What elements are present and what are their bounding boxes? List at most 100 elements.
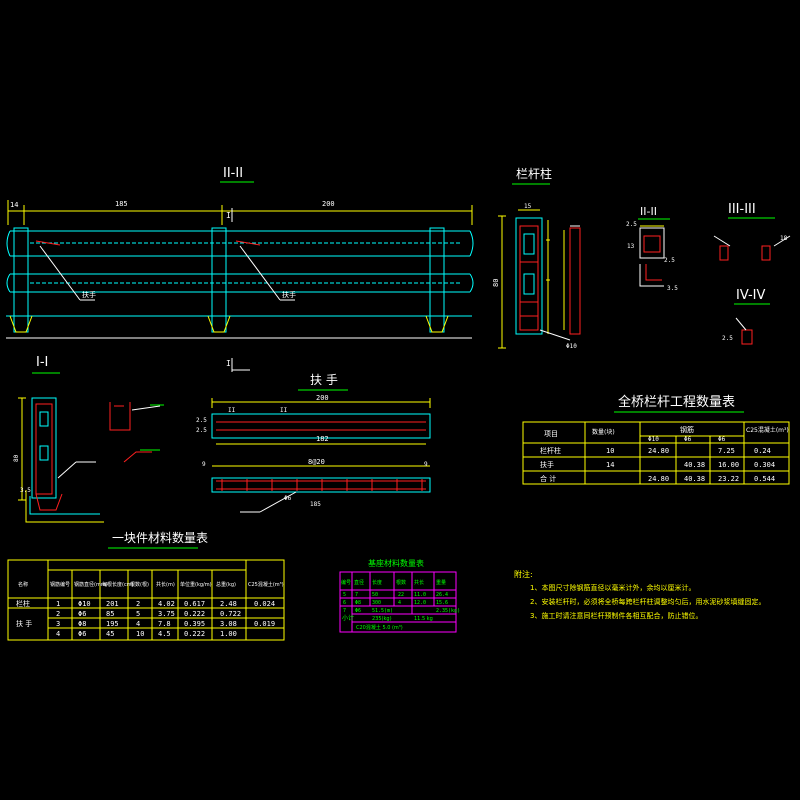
rail-end-r: 9 bbox=[424, 461, 428, 468]
unit-cell: 0.019 bbox=[254, 620, 275, 628]
sec2-dim-b: 13 bbox=[627, 243, 635, 250]
qty-cell: 栏杆柱 bbox=[540, 446, 561, 455]
base-cell: 51.5(m) bbox=[372, 608, 393, 614]
base-cell: 6 bbox=[343, 600, 346, 606]
note-3: 3、施工时请注意同栏杆预制件各相互配合，防止错位。 bbox=[530, 611, 702, 620]
base-c-row: C20混凝土 5.0 (m³) bbox=[356, 624, 403, 631]
unit-cell: 0.024 bbox=[254, 600, 275, 608]
post-bar-mark: Φ10 bbox=[566, 343, 577, 350]
qty-cell: 40.38 bbox=[684, 461, 705, 469]
unit-cell: 4 bbox=[136, 620, 140, 628]
section-1-title: I-I bbox=[36, 355, 48, 370]
base-table-title: 基座材料数量表 bbox=[368, 558, 424, 568]
rail-dim-b: 2.5 bbox=[196, 427, 207, 434]
base-header: 重量 bbox=[436, 579, 446, 586]
post-title: 栏杆柱 bbox=[516, 166, 552, 181]
leader-handrail-2: 扶手 bbox=[282, 290, 296, 299]
unit-cell: 4.02 bbox=[158, 600, 175, 608]
qty-h-concrete: C25混凝土(m³) bbox=[746, 426, 789, 434]
unit-header: 单位重(kg/m) bbox=[180, 581, 212, 588]
post-sec-2-title: II-II bbox=[640, 205, 657, 218]
qty-h-item: 项目 bbox=[544, 430, 558, 438]
unit-table: 一块件材料数量表 名称钢筋编号钢筋直径(mm)每根长度(cm)根数(根)共长(m… bbox=[7, 530, 285, 641]
rail-dim-a: 2.5 bbox=[196, 417, 207, 424]
sec1-dim: 3.5 bbox=[20, 487, 31, 494]
qty-cell: 7.25 bbox=[718, 447, 735, 455]
qty-cell: 0.24 bbox=[754, 447, 771, 455]
base-cell: 15.6 bbox=[436, 600, 448, 606]
rail-total-dim: 200 bbox=[316, 394, 329, 402]
unit-cell: 扶 手 bbox=[16, 619, 32, 628]
unit-cell: Φ6 bbox=[78, 610, 86, 618]
unit-cell: 4 bbox=[56, 630, 60, 638]
cut-mark-top: I bbox=[226, 211, 231, 220]
base-cell: Φ6 bbox=[355, 608, 361, 614]
base-cell: 4 bbox=[398, 600, 401, 606]
base-header: 长度 bbox=[372, 579, 382, 586]
unit-cell: 7.8 bbox=[158, 620, 171, 628]
qty-table: 全桥栏杆工程数量表 项目 数量(块) 钢筋 C25混凝土(m³) Φ10 Φ6 … bbox=[522, 394, 790, 485]
qty-cell: 0.304 bbox=[754, 461, 775, 469]
sec2-dim-d: 3.5 bbox=[667, 285, 678, 292]
base-cell: 12.0 bbox=[414, 600, 426, 606]
qty-cell: 23.22 bbox=[718, 475, 739, 483]
sec4-dim: 2.5 bbox=[722, 335, 733, 342]
unit-cell: 201 bbox=[106, 600, 119, 608]
unit-cell: 1 bbox=[56, 600, 60, 608]
unit-cell: 3.75 bbox=[158, 610, 175, 618]
rail-inner-dim: 182 bbox=[316, 435, 329, 443]
unit-cell: 2.48 bbox=[220, 600, 237, 608]
section-2-title: II-II bbox=[223, 166, 243, 181]
unit-cell: 2 bbox=[56, 610, 60, 618]
dim-elev-b: 200 bbox=[322, 200, 335, 208]
unit-cell: 0.222 bbox=[184, 610, 205, 618]
unit-header: 钢筋直径(mm) bbox=[74, 581, 108, 588]
base-cell: 50 bbox=[372, 592, 378, 598]
unit-cell: 10 bbox=[136, 630, 144, 638]
note-1: 1、本图尺寸除钢筋直径以毫米计外，余均以厘米计。 bbox=[530, 583, 695, 592]
base-cell: 7 bbox=[343, 608, 346, 614]
qty-cell: 14 bbox=[606, 461, 614, 469]
qty-sub-1: Φ10 bbox=[648, 436, 659, 443]
unit-cell: 3.08 bbox=[220, 620, 237, 628]
base-cell: 2.35(kg) bbox=[436, 608, 460, 614]
unit-cell: 1.00 bbox=[220, 630, 237, 638]
post-sections: II-II 2.5 13 2.5 3.5 III-III 18 IV-IV 2.… bbox=[626, 202, 791, 345]
unit-header: 共长(m) bbox=[156, 581, 175, 588]
qty-h-rebar: 钢筋 bbox=[680, 425, 694, 434]
unit-cell: 2 bbox=[136, 600, 140, 608]
qty-h-count: 数量(块) bbox=[592, 428, 615, 436]
dim-elev-left: 14 bbox=[10, 201, 18, 209]
qty-cell: 扶手 bbox=[540, 460, 554, 469]
notes-heading: 附注: bbox=[514, 569, 533, 579]
unit-cell: 4.5 bbox=[158, 630, 171, 638]
qty-sub-2: Φ6 bbox=[684, 436, 692, 443]
post-top-dim: 15 bbox=[524, 203, 532, 210]
sec2-dim-c: 2.5 bbox=[664, 257, 675, 264]
base-cell: 22 bbox=[398, 592, 404, 598]
post-detail: 栏杆柱 15 80 Φ10 bbox=[492, 166, 581, 350]
unit-cell: Φ6 bbox=[78, 630, 86, 638]
base-header: 共长 bbox=[414, 579, 424, 586]
base-cell: 11.0 bbox=[414, 592, 426, 598]
base-cell: 26.4 bbox=[436, 592, 448, 598]
unit-cell: 0.395 bbox=[184, 620, 205, 628]
base-cell: 7 bbox=[355, 592, 358, 598]
unit-header: 每根长度(cm) bbox=[102, 581, 134, 588]
qty-cell: 0.544 bbox=[754, 475, 775, 483]
qty-cell: 24.80 bbox=[648, 475, 669, 483]
unit-cell: 栏柱 bbox=[16, 599, 30, 608]
qty-cell: 16.00 bbox=[718, 461, 739, 469]
qty-cell: 40.38 bbox=[684, 475, 705, 483]
base-header: 直径 bbox=[354, 579, 364, 586]
sec2-dim-a: 2.5 bbox=[626, 221, 637, 228]
unit-cell: 0.722 bbox=[220, 610, 241, 618]
notes-block: 附注: 1、本图尺寸除钢筋直径以毫米计外，余均以厘米计。 2、安装栏杆时，必须将… bbox=[514, 569, 765, 620]
base-note-b: 11.5 kg bbox=[414, 616, 433, 622]
rail-bar-label: Φ6 bbox=[284, 495, 292, 502]
qty-sub-3: Φ6 bbox=[718, 436, 726, 443]
unit-header: 根数(根) bbox=[130, 581, 149, 588]
